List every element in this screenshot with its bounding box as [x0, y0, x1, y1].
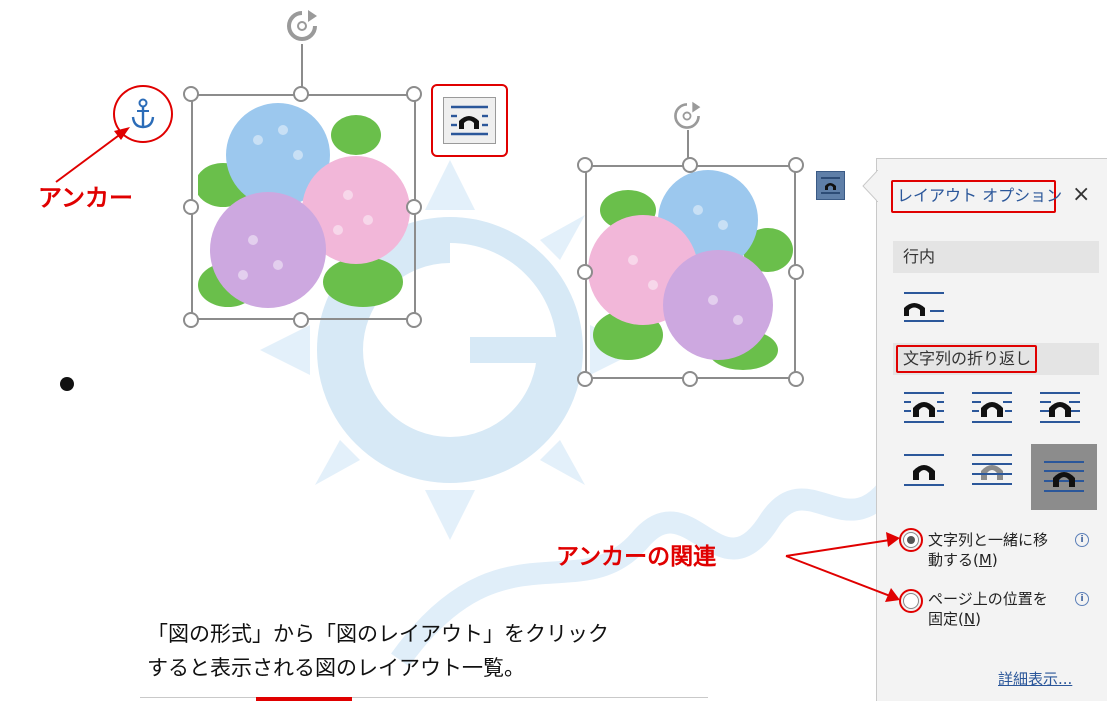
radio-move-with-text-label: 文字列と一緒に移 動する(M): [928, 530, 1048, 570]
section-inline-header: 行内: [893, 241, 1099, 273]
resize-handle[interactable]: [406, 199, 422, 215]
section-wrap-label: 文字列の折り返し: [903, 349, 1032, 368]
radio-fix-suffix: ): [975, 610, 981, 628]
radio-highlight-circle: [899, 528, 923, 552]
resize-handle[interactable]: [293, 312, 309, 328]
panel-title-highlight: [891, 180, 1056, 213]
layout-options-highlight: [431, 84, 508, 157]
anchor-highlight-circle: [113, 85, 173, 143]
layout-options-icon: [821, 177, 840, 194]
resize-handle[interactable]: [682, 371, 698, 387]
more-details-link[interactable]: 詳細表示...: [998, 670, 1073, 688]
resize-handle[interactable]: [406, 312, 422, 328]
resize-handle[interactable]: [788, 371, 804, 387]
radio-move-line1: 文字列と一緒に移: [928, 531, 1049, 549]
layout-options-icon: [451, 105, 488, 136]
radio-fix-position-label: ページ上の位置を 固定(N): [928, 589, 1048, 629]
resize-handle[interactable]: [183, 86, 199, 102]
layout-options-button-active[interactable]: [816, 171, 845, 200]
resize-handle[interactable]: [183, 199, 199, 215]
radio-move-suffix: ): [991, 551, 998, 569]
panel-pointer: [862, 170, 878, 202]
anchor-icon[interactable]: [130, 98, 156, 130]
wrap-square-icon[interactable]: [900, 388, 948, 428]
resize-handle[interactable]: [293, 86, 309, 102]
anchor-relation-label: アンカーの関連: [556, 544, 717, 570]
radio-move-line2: 動する(: [928, 551, 979, 569]
inline-icon[interactable]: [900, 286, 948, 326]
in-front-of-text-icon[interactable]: [1040, 457, 1088, 497]
radio-fix-position[interactable]: [903, 593, 919, 609]
wrap-through-icon[interactable]: [1036, 388, 1084, 428]
wrap-top-bottom-icon[interactable]: [900, 450, 948, 490]
close-icon[interactable]: ×: [1072, 182, 1091, 207]
radio-fix-line2: 固定(: [928, 610, 964, 628]
radio-fix-line1: ページ上の位置を: [928, 590, 1048, 608]
resize-handle[interactable]: [577, 371, 593, 387]
caption-line1: 「図の形式」から「図のレイアウト」をクリック: [147, 622, 609, 646]
accent-underline: [256, 697, 352, 701]
radio-selected-dot: [907, 536, 915, 544]
section-wrap-highlight: [896, 345, 1037, 373]
radio-move-accesskey: M: [978, 551, 992, 569]
divider-line: [140, 697, 708, 698]
caption-line2: すると表示される図のレイアウト一覧。: [147, 656, 525, 680]
resize-handle[interactable]: [183, 312, 199, 328]
anchor-label: アンカー: [38, 184, 134, 212]
section-wrap-header: 文字列の折り返し: [893, 343, 1099, 375]
radio-move-with-text[interactable]: [903, 532, 919, 548]
anchor-relation-arrows: [785, 532, 900, 602]
anchor-arrow: [55, 127, 130, 183]
resize-handle[interactable]: [577, 264, 593, 280]
rotate-icon[interactable]: [284, 8, 320, 44]
radio-highlight-circle: [899, 589, 923, 613]
panel-title: レイアウト オプション: [897, 186, 1063, 205]
resize-handle[interactable]: [788, 264, 804, 280]
layout-options-button[interactable]: [443, 97, 496, 144]
radio-fix-accesskey: N: [963, 610, 976, 628]
rotate-connector: [301, 44, 303, 94]
resize-handle[interactable]: [788, 157, 804, 173]
hydrangea-image-right: [588, 170, 793, 370]
info-icon[interactable]: i: [1075, 592, 1089, 606]
wrap-tight-icon[interactable]: [968, 388, 1016, 428]
behind-text-icon[interactable]: [968, 450, 1016, 490]
bullet-dot: [60, 377, 74, 391]
hydrangea-image-left: [198, 103, 410, 308]
resize-handle[interactable]: [682, 157, 698, 173]
info-icon[interactable]: i: [1075, 533, 1089, 547]
resize-handle[interactable]: [406, 86, 422, 102]
rotate-icon[interactable]: [671, 100, 703, 132]
resize-handle[interactable]: [577, 157, 593, 173]
rotate-connector: [687, 130, 689, 166]
